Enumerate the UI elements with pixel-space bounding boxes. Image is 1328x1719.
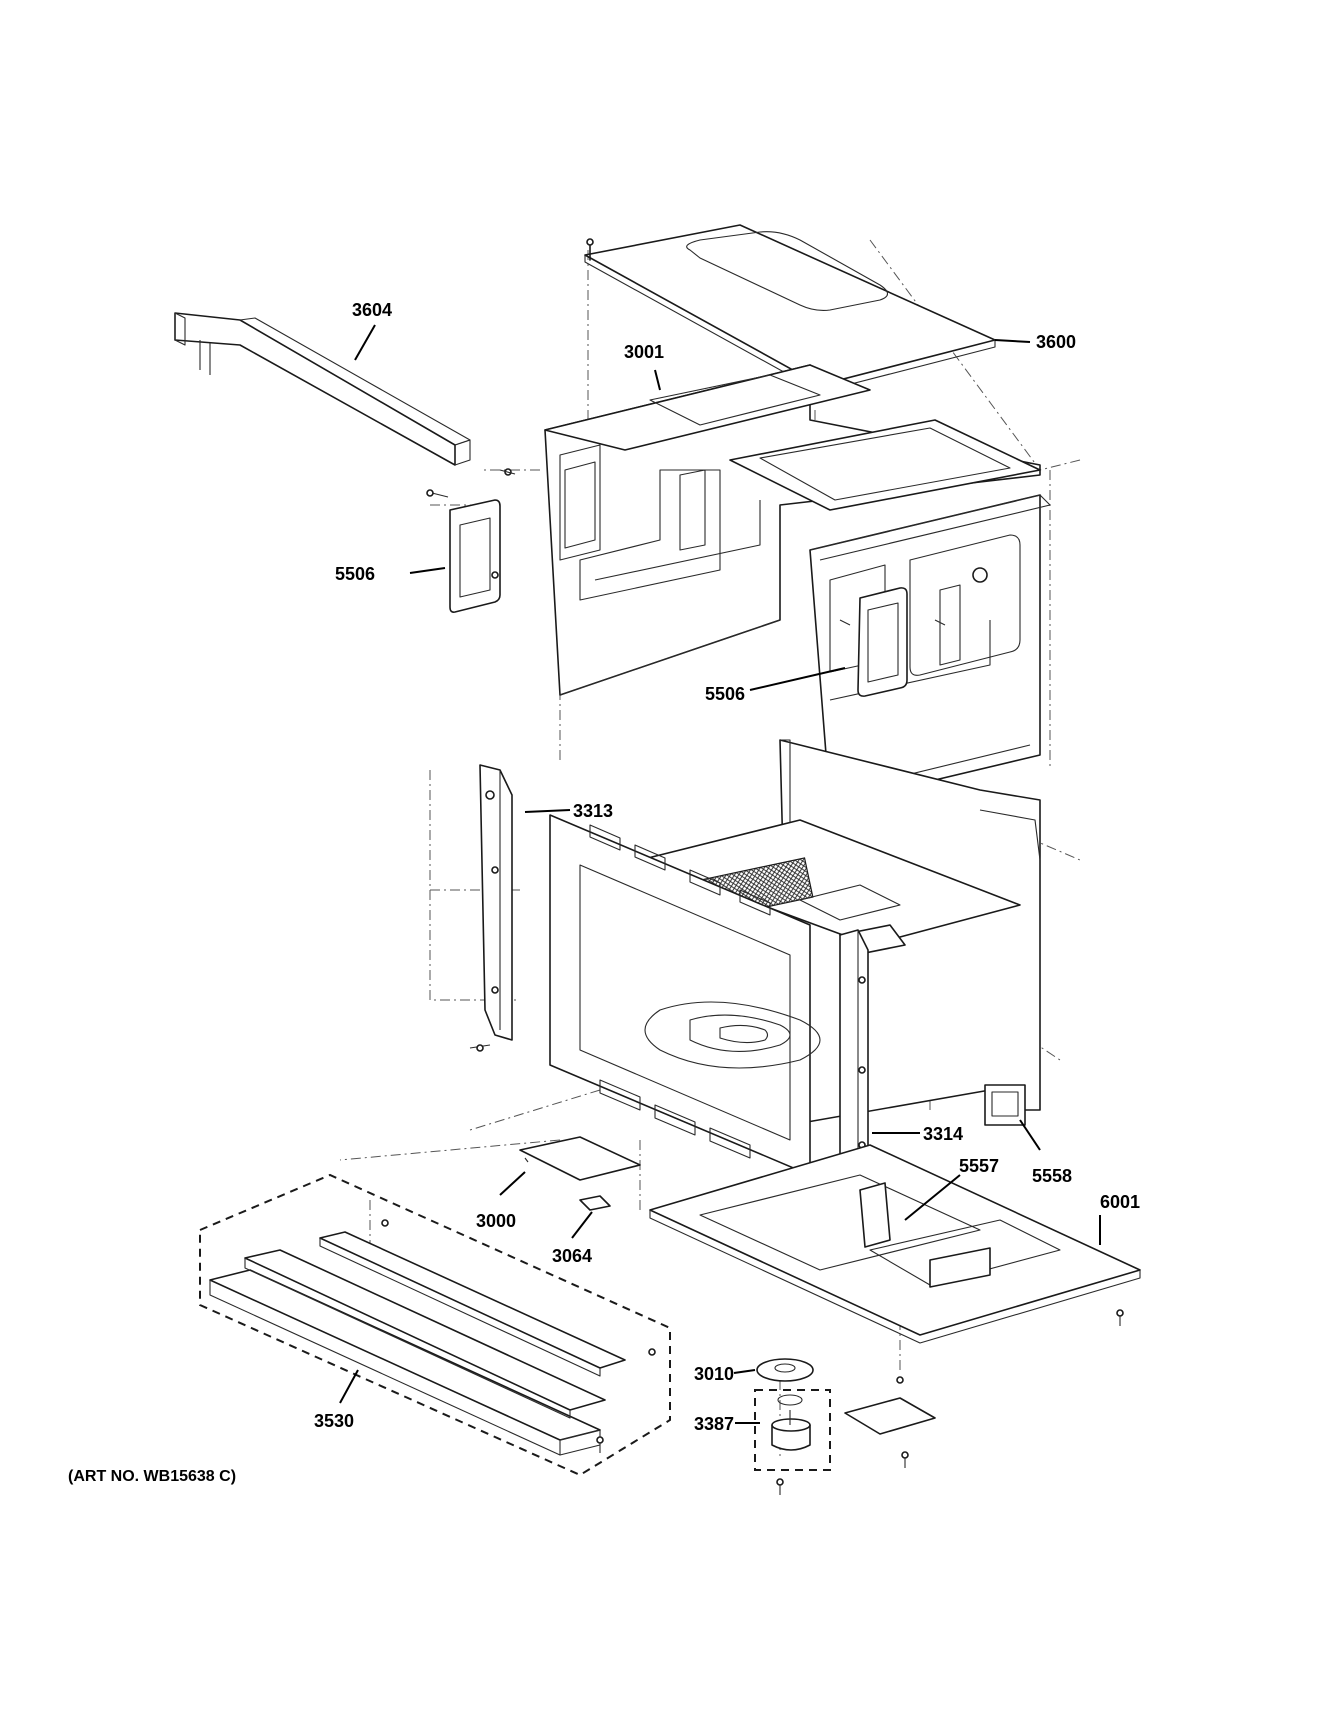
callout-3001: 3001 xyxy=(624,342,664,362)
callout-5557: 5557 xyxy=(959,1156,999,1176)
side-panel-right xyxy=(809,494,1051,806)
kit-3530 xyxy=(199,1173,671,1477)
leader-lines xyxy=(339,324,1101,1424)
side-panel-3001 xyxy=(544,364,1041,696)
art-number: (ART NO. WB15638 C) xyxy=(68,1468,236,1485)
callout-3600: 3600 xyxy=(1036,332,1076,352)
callout-3313: 3313 xyxy=(573,801,613,821)
callout-3010: 3010 xyxy=(694,1364,734,1384)
callout-3387: 3387 xyxy=(694,1414,734,1434)
callout-6001: 6001 xyxy=(1100,1192,1140,1212)
callout-3000: 3000 xyxy=(476,1211,516,1231)
callout-labels: 3604 3600 3001 5506 5506 3313 3314 5557 … xyxy=(314,300,1140,1434)
callout-5506-left: 5506 xyxy=(335,564,375,584)
rail-3604 xyxy=(174,312,516,476)
part-3064 xyxy=(579,1195,611,1211)
gasket-5506-left xyxy=(426,489,501,613)
bracket-3313 xyxy=(469,764,513,1052)
callout-3314: 3314 xyxy=(923,1124,963,1144)
gasket-5506-right xyxy=(839,587,946,697)
motor-3387 xyxy=(754,1389,831,1495)
motor-cover xyxy=(844,1376,936,1468)
cover-3000 xyxy=(519,1136,641,1181)
callout-3604: 3604 xyxy=(352,300,392,320)
coupler-3010 xyxy=(756,1358,814,1382)
callout-3530: 3530 xyxy=(314,1411,354,1431)
top-panel-3600 xyxy=(584,224,996,393)
callout-5506-right: 5506 xyxy=(705,684,745,704)
callout-3064: 3064 xyxy=(552,1246,592,1266)
bottom-plate-6001 xyxy=(649,1144,1141,1344)
callout-5558: 5558 xyxy=(1032,1166,1072,1186)
